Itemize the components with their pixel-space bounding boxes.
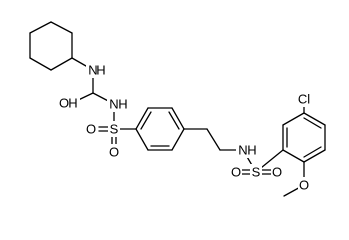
- atom-o-lower-left: O: [231, 165, 241, 180]
- atom-nh-sulfonyl-n: N: [109, 97, 118, 112]
- atom-cl-bg: [295, 91, 313, 107]
- bond-ring2-3-inner: [303, 117, 322, 129]
- bond-cyclohexane-5: [29, 57, 52, 71]
- atom-oh-bg: [58, 95, 80, 111]
- atom-o-lower-right-bg: [271, 164, 283, 180]
- bond-benzene-4: [171, 128, 185, 151]
- bond-cyclohexane-1: [29, 21, 52, 34]
- atom-nh-amide-n: N: [238, 143, 247, 158]
- bond-benzene-6: [135, 128, 149, 151]
- bond-cyclohexane-2: [50, 21, 73, 34]
- bond-benzene-3-inner: [168, 111, 180, 130]
- bond-ring2-3: [303, 112, 326, 126]
- atom-o-lower-left-bg: [230, 164, 242, 180]
- bond-ring2-5: [303, 149, 326, 163]
- atom-nh-sulfonyl-h: H: [118, 97, 127, 112]
- bond-benzene-1-inner: [140, 111, 152, 130]
- atom-o-sulfonyl-right: O: [109, 145, 119, 160]
- bond-ring2-2: [282, 112, 305, 126]
- atom-o-lower-right: O: [272, 165, 282, 180]
- atom-o-methoxy: O: [299, 178, 309, 193]
- bond-cyclohexane-4: [50, 57, 73, 71]
- bond-ring2-6: [282, 149, 305, 163]
- atom-nh-sulfonyl-bg: [107, 96, 129, 112]
- bond-benzene-1: [135, 107, 149, 130]
- atom-o-left-bg: [85, 121, 97, 137]
- atom-oh-h: H: [68, 96, 77, 111]
- atom-nh-amide-h: H: [247, 143, 256, 158]
- bond-benzene-3: [171, 107, 185, 130]
- atom-s-left: S: [110, 122, 119, 137]
- atom-nh-amide-bg: [236, 142, 258, 158]
- bond-ring2-5-inner: [303, 146, 322, 158]
- atom-s-lower: S: [252, 165, 261, 180]
- chemical-structure-diagram: N H O H N H O S O N H Cl O S O O: [29, 21, 326, 197]
- atom-nh-urea-h: H: [96, 63, 105, 78]
- atom-o-methoxy-bg: [298, 177, 310, 193]
- atom-s-lower-bg: [250, 164, 262, 180]
- bond-ethyl-2: [206, 128, 221, 151]
- atom-labels: N H O H N H O S O N H Cl O S O O: [58, 62, 313, 193]
- atom-cl: Cl: [298, 92, 310, 107]
- atom-o-right-bg: [108, 144, 120, 160]
- atom-oh-o: O: [59, 96, 69, 111]
- atom-nh-urea-n: N: [88, 63, 97, 78]
- atom-o-sulfonyl-left: O: [86, 122, 96, 137]
- atom-s-left-bg: [108, 121, 120, 137]
- atom-nh-urea-bg: [86, 62, 106, 78]
